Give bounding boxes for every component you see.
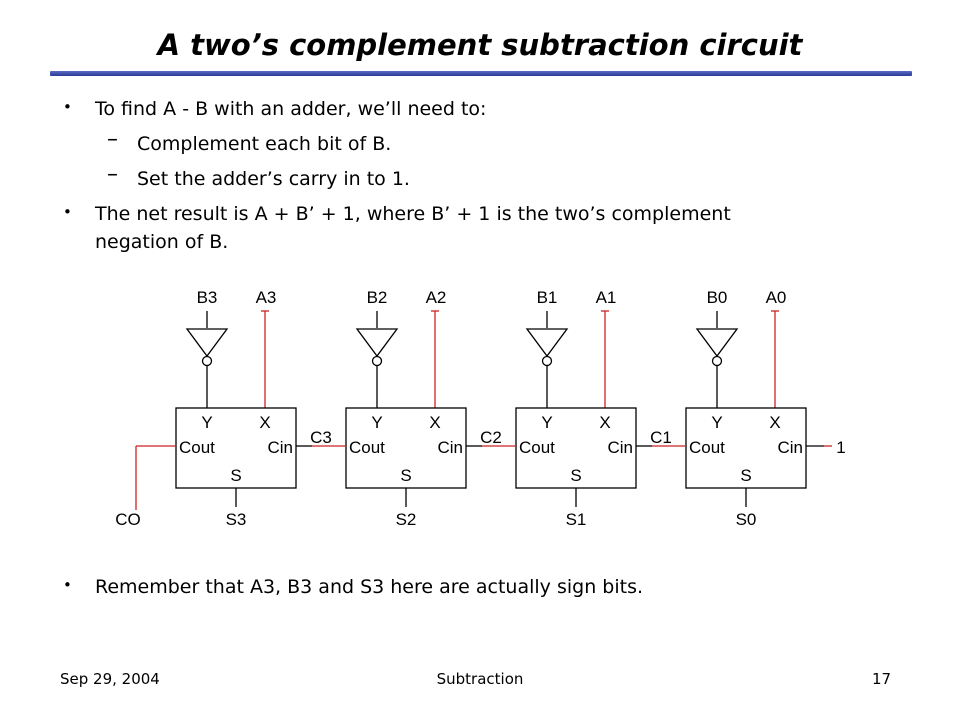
bullet-3-text: Remember that A3, B3 and S3 here are act… bbox=[95, 576, 644, 598]
bullet-dot: • bbox=[63, 203, 72, 221]
full-adder-box bbox=[345, 407, 467, 489]
a-input-label: A0 bbox=[766, 288, 787, 307]
sub-bullet-1: – Complement each bit of B. bbox=[107, 127, 392, 158]
a-input-label: A1 bbox=[596, 288, 617, 307]
s-port-label: S bbox=[230, 466, 241, 485]
s-port-label: S bbox=[570, 466, 581, 485]
bullet-2-text: The net result is A + B’ + 1, where B’ +… bbox=[95, 203, 731, 225]
cin-port-label: Cin bbox=[437, 438, 463, 457]
cout-port-label: Cout bbox=[179, 438, 215, 457]
footer-date: Sep 29, 2004 bbox=[60, 670, 160, 688]
full-adder-box bbox=[685, 407, 807, 489]
bullet-2: • The net result is A + B’ + 1, where B’… bbox=[63, 201, 731, 228]
x-port-label: X bbox=[769, 413, 780, 432]
inverter-gate bbox=[355, 328, 399, 358]
carry-label: C2 bbox=[480, 428, 502, 447]
full-adder-box bbox=[175, 407, 297, 489]
y-port-label: Y bbox=[371, 413, 382, 432]
dash-glyph: – bbox=[107, 162, 118, 187]
inverter-bubble bbox=[711, 355, 723, 367]
cin-port-label: Cin bbox=[267, 438, 293, 457]
carry-out-label: CO bbox=[115, 510, 141, 529]
inverter-bubble bbox=[541, 355, 553, 367]
y-port-label: Y bbox=[201, 413, 212, 432]
sum-output-label: S3 bbox=[226, 510, 247, 529]
sub-bullet-2: – Set the adder’s carry in to 1. bbox=[107, 162, 410, 193]
bullet-1-text: To find A - B with an adder, we’ll need … bbox=[95, 98, 487, 120]
x-port-label: X bbox=[259, 413, 270, 432]
b-input-label: B3 bbox=[197, 288, 218, 307]
slide-title: A two’s complement subtraction circuit bbox=[157, 28, 803, 62]
s-port-label: S bbox=[400, 466, 411, 485]
cin-port-label: Cin bbox=[607, 438, 633, 457]
carry-in-label: 1 bbox=[836, 438, 845, 457]
s-port-label: S bbox=[740, 466, 751, 485]
bullet-3: • Remember that A3, B3 and S3 here are a… bbox=[63, 574, 644, 601]
cin-port-label: Cin bbox=[777, 438, 803, 457]
x-port-label: X bbox=[599, 413, 610, 432]
sum-output-label: S1 bbox=[566, 510, 587, 529]
carry-label: C1 bbox=[650, 428, 672, 447]
footer-page-number: 17 bbox=[872, 670, 892, 688]
bullet-2-cont: negation of B. bbox=[95, 229, 228, 256]
sub-bullet-2-text: Set the adder’s carry in to 1. bbox=[137, 168, 410, 190]
inverter-bubble bbox=[201, 355, 213, 367]
a-input-label: A3 bbox=[256, 288, 277, 307]
bullet-dot: • bbox=[63, 576, 72, 594]
bullet-dot: • bbox=[63, 98, 72, 116]
sum-output-label: S0 bbox=[736, 510, 757, 529]
cout-port-label: Cout bbox=[349, 438, 385, 457]
cout-port-label: Cout bbox=[689, 438, 725, 457]
sub-bullet-1-text: Complement each bit of B. bbox=[137, 133, 392, 155]
inverter-gate bbox=[525, 328, 569, 358]
b-input-label: B0 bbox=[707, 288, 728, 307]
carry-label: C3 bbox=[310, 428, 332, 447]
dash-glyph: – bbox=[107, 127, 118, 152]
b-input-label: B2 bbox=[367, 288, 388, 307]
bullet-1: • To find A - B with an adder, we’ll nee… bbox=[63, 96, 487, 123]
cout-port-label: Cout bbox=[519, 438, 555, 457]
sum-output-label: S2 bbox=[396, 510, 417, 529]
inverter-gate bbox=[185, 328, 229, 358]
title-rule bbox=[50, 71, 912, 76]
full-adder-box bbox=[515, 407, 637, 489]
y-port-label: Y bbox=[711, 413, 722, 432]
inverter-bubble bbox=[371, 355, 383, 367]
inverter-gate bbox=[695, 328, 739, 358]
x-port-label: X bbox=[429, 413, 440, 432]
footer-topic: Subtraction bbox=[436, 670, 524, 688]
a-input-label: A2 bbox=[426, 288, 447, 307]
bullet-2-cont-text: negation of B. bbox=[95, 231, 229, 253]
y-port-label: Y bbox=[541, 413, 552, 432]
b-input-label: B1 bbox=[537, 288, 558, 307]
